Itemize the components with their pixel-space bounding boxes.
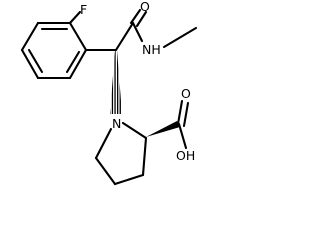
acid-double-bond xyxy=(176,99,184,126)
ring-bond xyxy=(141,136,148,177)
ring-bond xyxy=(68,21,88,52)
ring-bond xyxy=(94,156,117,186)
carbonyl-double-bond xyxy=(129,8,142,25)
pyrrolidine-ring xyxy=(94,121,148,186)
ring-bond xyxy=(94,127,113,160)
wedge-bond xyxy=(146,121,180,137)
carbonyl-amide-bond xyxy=(131,21,144,43)
c-f-bond xyxy=(68,10,82,25)
ring-bond xyxy=(68,48,88,80)
carbonyl-double-bond xyxy=(135,10,148,28)
hydroxyl-label: OH xyxy=(176,148,195,163)
ring-nitrogen-label: N xyxy=(112,116,121,131)
aromatic-double-bond xyxy=(65,50,81,74)
carbonyl-oxygen-label: O xyxy=(140,0,150,14)
ring-bond xyxy=(121,121,148,140)
aromatic-double-bond xyxy=(27,48,44,74)
molecule-structure: F O NH N O OH xyxy=(20,0,198,186)
n-methyl-bond xyxy=(162,26,198,49)
hashed-wedge-bond xyxy=(110,50,122,114)
ring-bond xyxy=(20,48,40,80)
ring-bond xyxy=(113,173,145,186)
acid-double-bond xyxy=(182,101,190,128)
acid-hydroxyl-bond xyxy=(177,122,188,150)
alpha-carbonyl-bond xyxy=(114,21,135,52)
acid-oxygen-label: O xyxy=(181,86,191,101)
fluorine-label: F xyxy=(80,2,87,17)
fluorophenyl-ring xyxy=(20,21,88,80)
ring-bond xyxy=(20,21,40,52)
amide-nh-label: NH xyxy=(142,42,161,57)
